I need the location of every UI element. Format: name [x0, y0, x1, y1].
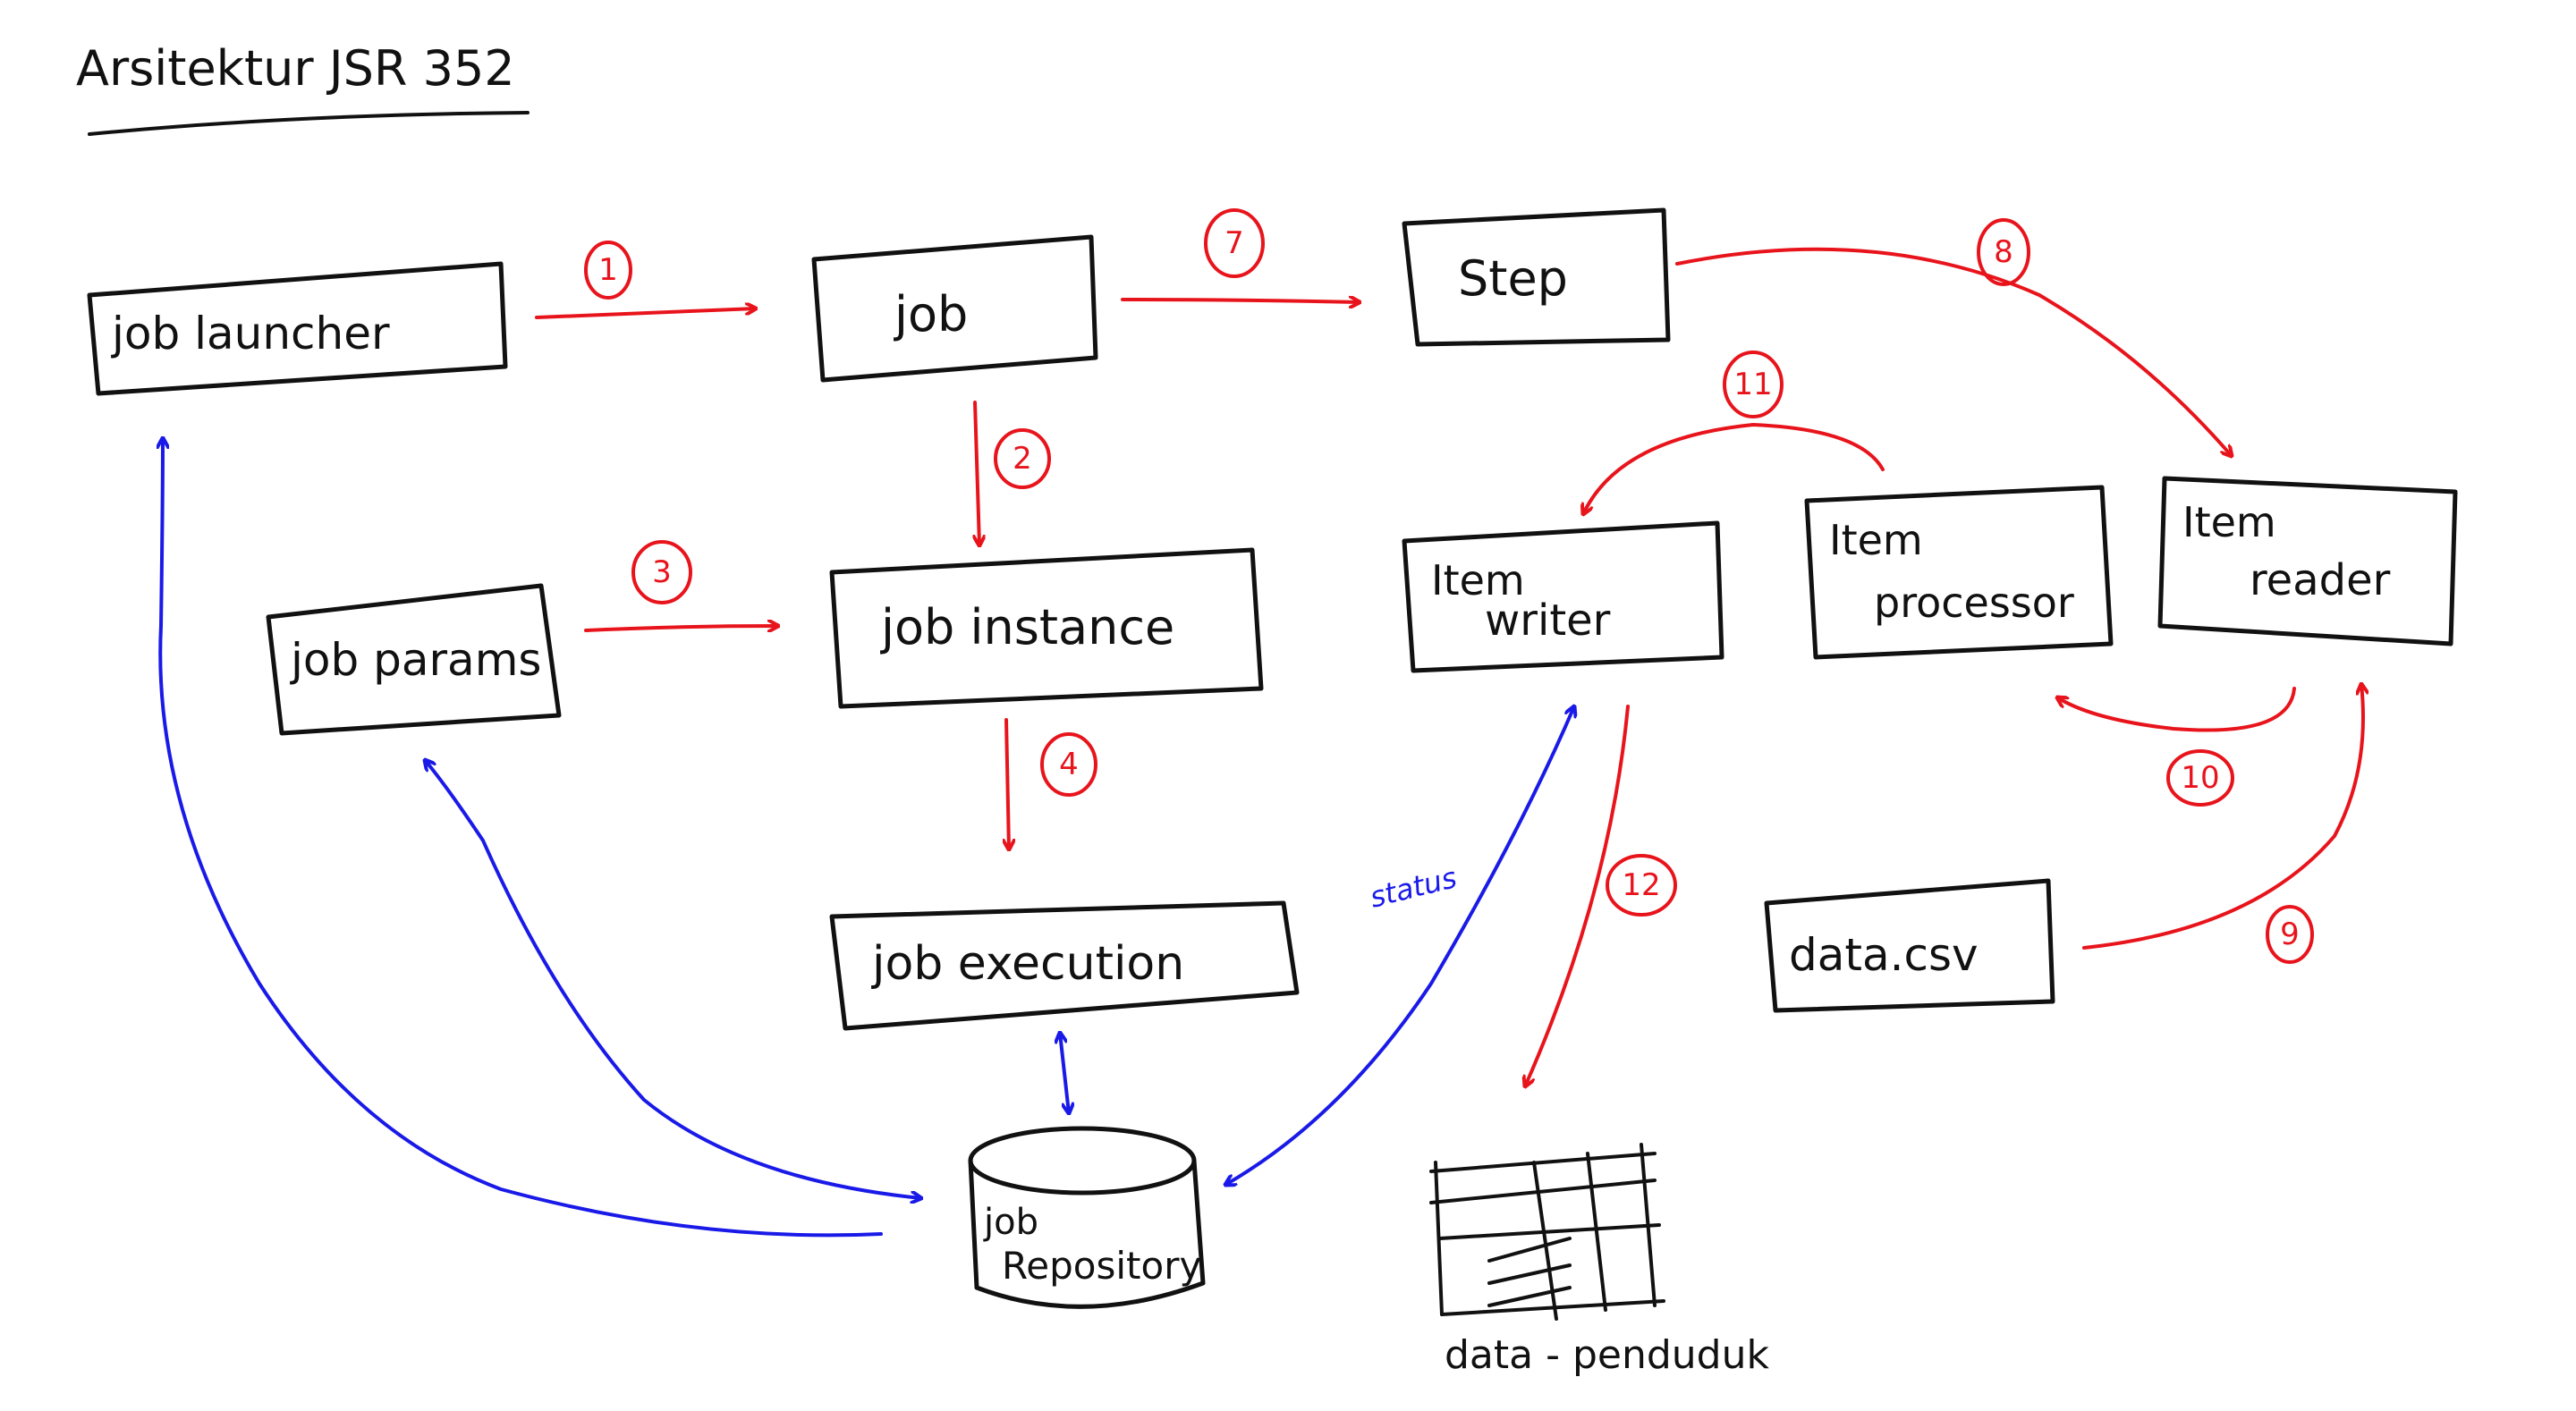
- step-marker-3: 3: [631, 540, 692, 604]
- step-marker-2: 2: [994, 428, 1051, 489]
- link-repository-launcher: [160, 438, 883, 1238]
- title-text: Arsitektur JSR 352: [76, 40, 515, 97]
- item-writer-label-line2: writer: [1485, 596, 1611, 646]
- link-repository-writer: [1225, 706, 1574, 1185]
- svg-text:1: 1: [598, 252, 618, 288]
- step-marker-11: 11: [1723, 351, 1784, 418]
- step-marker-10: 10: [2166, 749, 2234, 807]
- job-repository-label-line1: job: [983, 1202, 1038, 1243]
- job-launcher-label: job launcher: [111, 308, 390, 359]
- arrow-reader-to-processor: [2057, 687, 2296, 732]
- title-underline: [88, 111, 530, 136]
- arrow-params-to-instance: [584, 626, 778, 630]
- blue-repository-links: status: [160, 438, 1574, 1238]
- svg-text:3: 3: [652, 554, 672, 590]
- step-markers: 1 7 8 2 3 4 11 10: [584, 208, 2314, 964]
- svg-text:9: 9: [2280, 917, 2300, 952]
- step-marker-4: 4: [1040, 732, 1097, 797]
- step-marker-9: 9: [2266, 905, 2314, 964]
- job-params-box: job params: [266, 583, 562, 736]
- arrow-step-to-reader: [1675, 247, 2232, 456]
- data-csv-box: data.csv: [1764, 878, 2055, 1013]
- job-box: job: [811, 234, 1098, 383]
- step-marker-1: 1: [584, 241, 632, 300]
- job-label: job: [894, 286, 968, 342]
- step-label: Step: [1458, 250, 1568, 307]
- svg-text:7: 7: [1224, 225, 1244, 261]
- job-params-label: job params: [290, 634, 541, 686]
- item-processor-box: Item processor: [1804, 485, 2114, 660]
- status-label: status: [1367, 860, 1461, 915]
- svg-text:8: 8: [1994, 234, 2013, 270]
- item-reader-label-line2: reader: [2250, 555, 2391, 605]
- arrow-processor-to-writer: [1583, 423, 1885, 514]
- job-repository-cylinder: job Repository: [968, 1126, 1206, 1309]
- job-instance-box: job instance: [829, 547, 1264, 709]
- step-marker-7: 7: [1204, 208, 1265, 278]
- data-penduduk-table: data - penduduk: [1429, 1143, 1769, 1378]
- arrow-launcher-to-job: [535, 308, 756, 319]
- item-reader-label-line1: Item: [2182, 498, 2276, 546]
- svg-text:4: 4: [1059, 747, 1079, 782]
- job-execution-label: job execution: [871, 937, 1184, 991]
- item-processor-label-line2: processor: [1874, 579, 2074, 627]
- job-launcher-box: job launcher: [87, 261, 508, 396]
- data-penduduk-label: data - penduduk: [1445, 1332, 1769, 1378]
- item-processor-label-line1: Item: [1829, 516, 1923, 564]
- step-marker-8: 8: [1977, 218, 2030, 286]
- arrow-job-to-step: [1121, 300, 1360, 302]
- item-writer-label-line1: Item: [1431, 556, 1525, 604]
- arrow-writer-to-table: [1525, 705, 1630, 1086]
- job-execution-box: job execution: [829, 900, 1300, 1031]
- diagram-title: Arsitektur JSR 352: [76, 40, 530, 136]
- svg-text:12: 12: [1622, 867, 1660, 903]
- job-repository-label-line2: Repository: [1002, 1244, 1201, 1288]
- step-marker-12: 12: [1606, 854, 1677, 917]
- job-instance-label: job instance: [880, 599, 1174, 655]
- arrow-instance-to-execution: [1006, 718, 1009, 849]
- svg-text:10: 10: [2181, 760, 2219, 796]
- svg-text:2: 2: [1013, 441, 1032, 477]
- svg-text:11: 11: [1733, 367, 1772, 402]
- arrow-job-to-instance: [975, 401, 979, 545]
- item-reader-box: Item reader: [2157, 476, 2458, 646]
- link-repository-params: [425, 760, 921, 1198]
- arrow-csv-to-reader: [2082, 684, 2363, 950]
- step-box: Step: [1402, 207, 1671, 347]
- data-csv-label: data.csv: [1789, 929, 1979, 981]
- link-repository-execution: [1060, 1033, 1069, 1113]
- item-writer-box: Item writer: [1402, 520, 1724, 673]
